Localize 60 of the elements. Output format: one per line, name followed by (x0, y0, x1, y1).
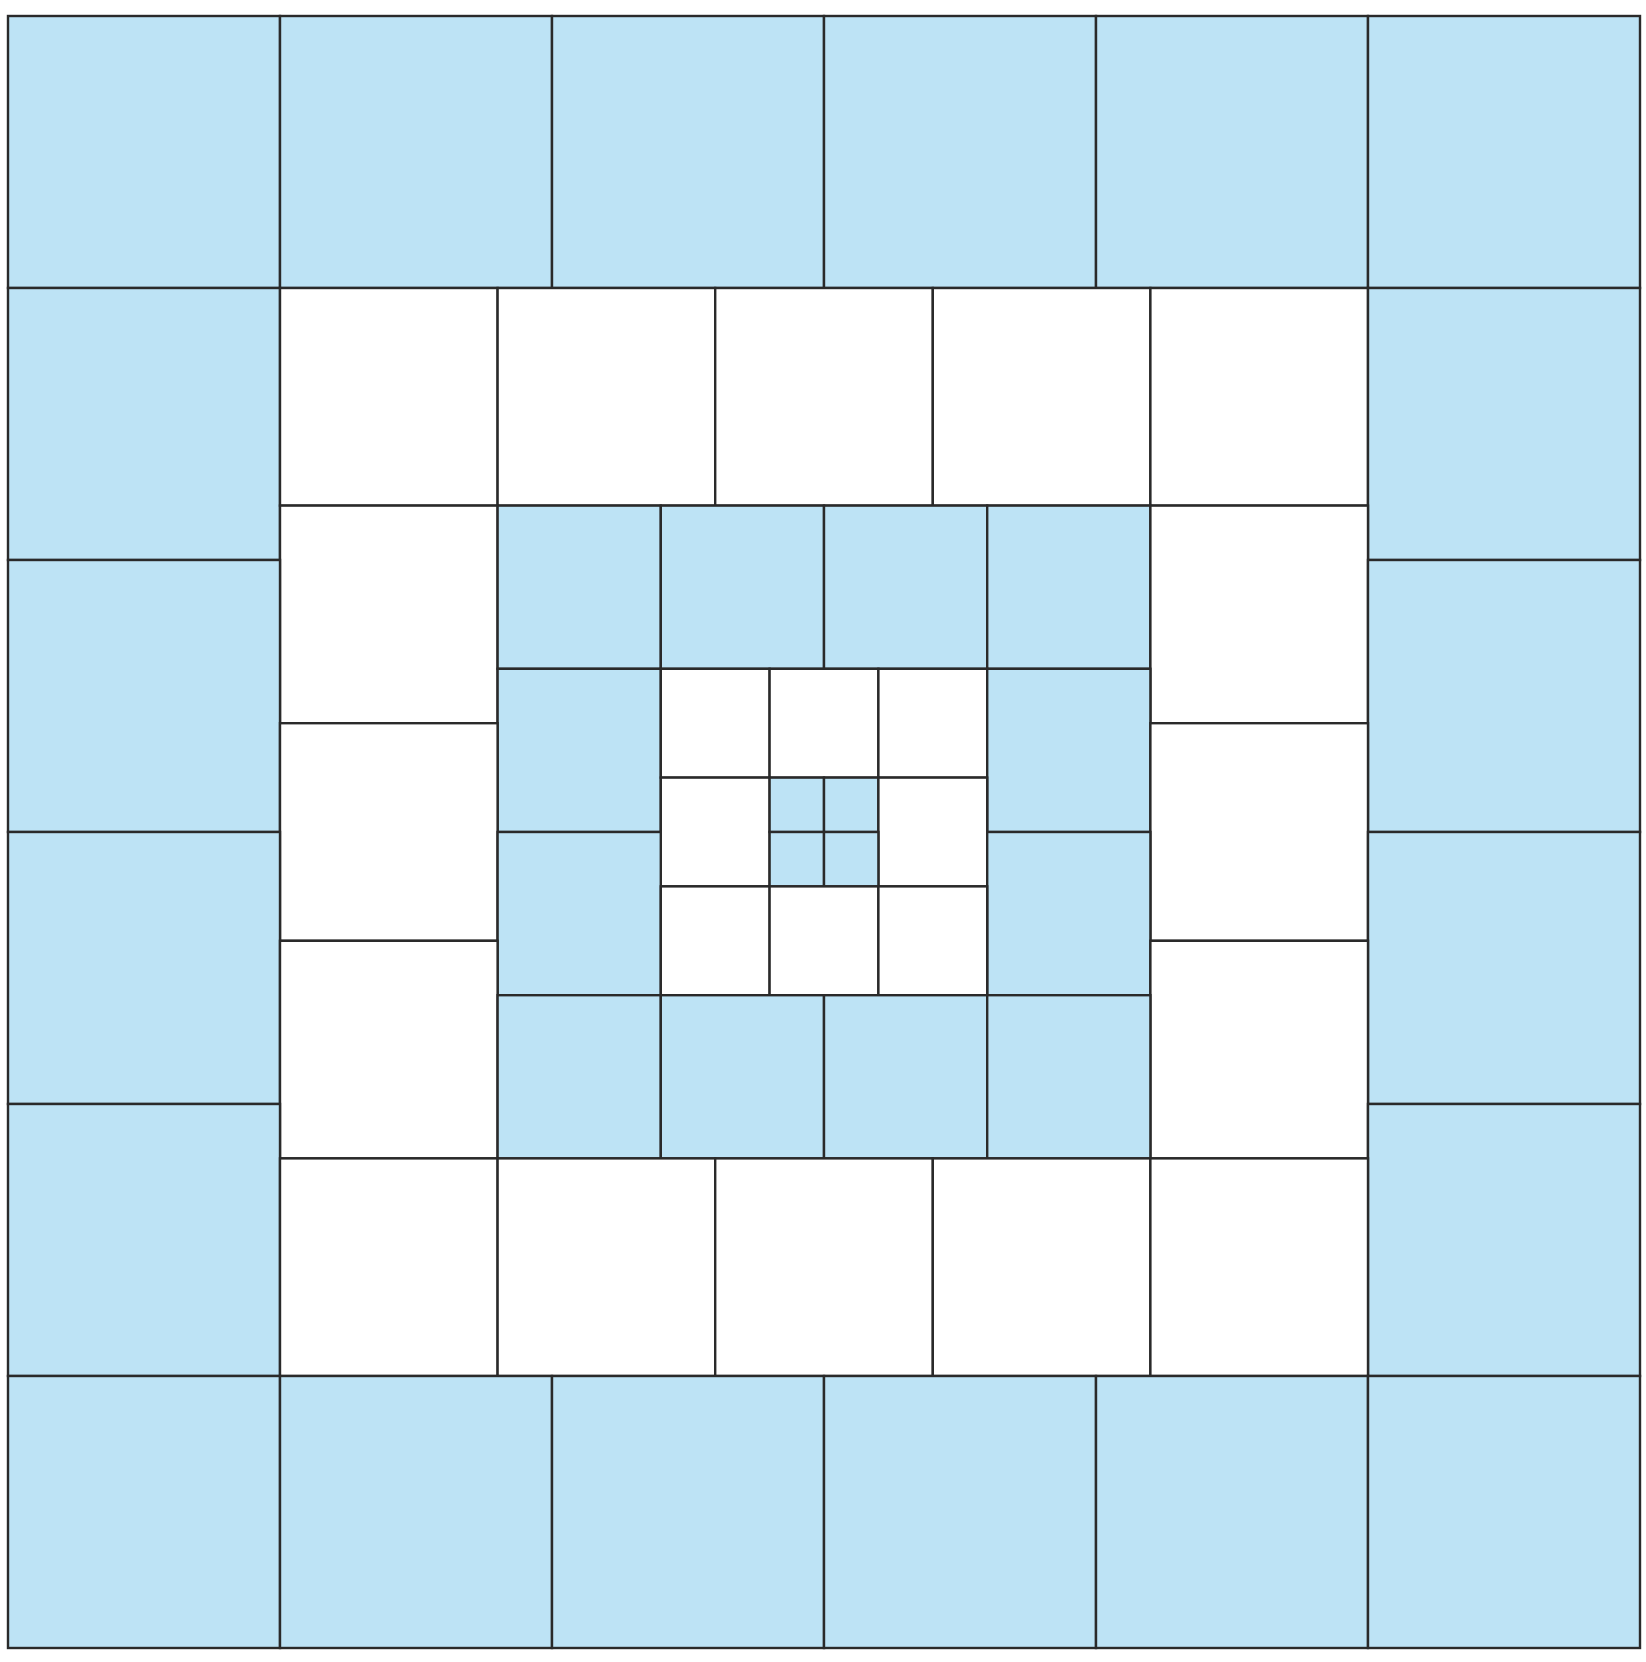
square-tile (1366, 1102, 1642, 1378)
square-tile (496, 667, 662, 834)
square-tile (1366, 14, 1642, 290)
square-tile (1366, 1374, 1642, 1650)
square-tile (822, 776, 880, 834)
square-tile (278, 939, 499, 1160)
square-tile (659, 885, 771, 997)
square-tile (768, 667, 880, 779)
square-tile (659, 667, 771, 779)
square-tile (1149, 504, 1370, 725)
square-tile (986, 504, 1152, 670)
square-tile (6, 1102, 282, 1378)
square-tile (1149, 286, 1370, 507)
square-tile (986, 994, 1152, 1160)
square-tile (659, 504, 826, 670)
square-tile (822, 994, 989, 1160)
square-tile (278, 504, 499, 725)
square-tile (550, 1374, 826, 1650)
square-tile (278, 1157, 499, 1378)
square-tile (714, 286, 934, 507)
square-tile (768, 776, 826, 834)
square-tile (278, 722, 499, 942)
square-tile (6, 286, 282, 562)
square-tile (1366, 830, 1642, 1106)
square-tile (1366, 286, 1642, 562)
square-tile (6, 14, 282, 290)
square-tile (931, 286, 1152, 507)
square-tile (550, 14, 826, 290)
square-tile (822, 830, 880, 888)
square-tile (659, 776, 771, 888)
square-tile (768, 885, 880, 997)
square-tile (278, 14, 554, 290)
square-tile (278, 1374, 554, 1650)
square-tile (496, 830, 662, 997)
square-tile (659, 994, 826, 1160)
square-tile (768, 830, 826, 888)
square-tile (714, 1157, 934, 1378)
square-tile (1149, 1157, 1370, 1378)
square-tile (822, 14, 1098, 290)
square-tile (1094, 1374, 1370, 1650)
square-tile (877, 885, 989, 997)
square-tile (1149, 722, 1370, 942)
square-tile (496, 286, 717, 507)
square-tile (877, 667, 989, 779)
square-tile (496, 994, 662, 1160)
square-tile (496, 1157, 717, 1378)
square-tile (986, 830, 1152, 997)
square-tile (6, 830, 282, 1106)
square-tile (278, 286, 499, 507)
square-tile (986, 667, 1152, 834)
square-tile (6, 1374, 282, 1650)
square-tile (931, 1157, 1152, 1378)
square-tile (1366, 558, 1642, 834)
square-tile (822, 1374, 1098, 1650)
square-tile (496, 504, 662, 670)
square-tile (1094, 14, 1370, 290)
square-tile (877, 776, 989, 888)
square-tile (1149, 939, 1370, 1160)
square-tile (822, 504, 989, 670)
square-tile (6, 558, 282, 834)
